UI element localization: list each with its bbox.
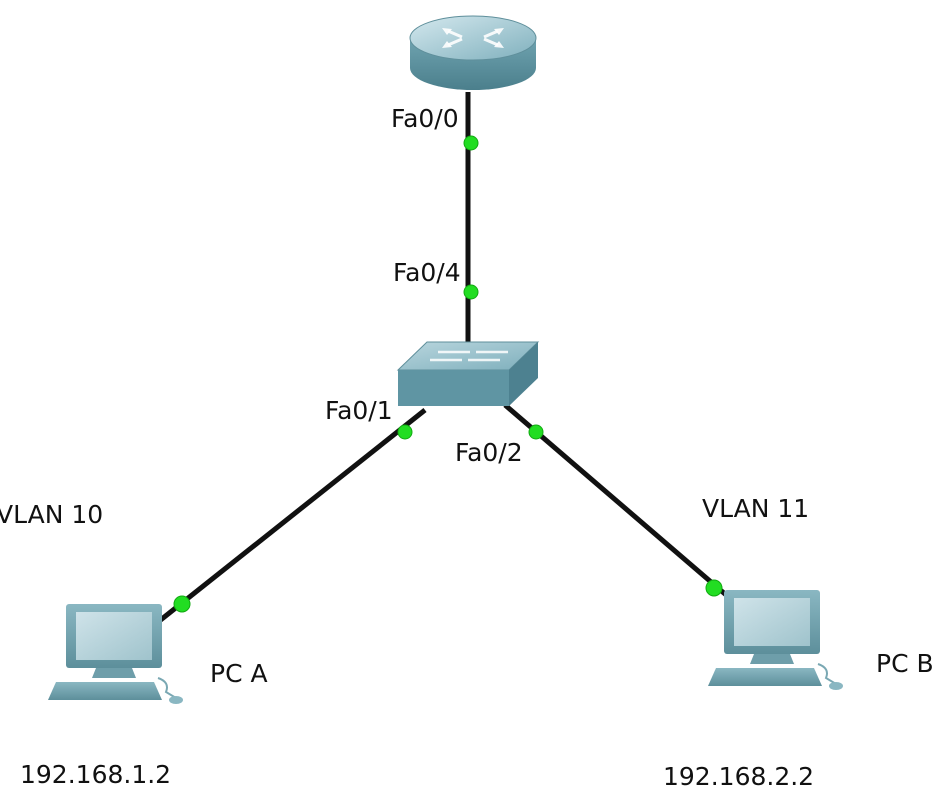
pc-a[interactable]	[48, 604, 183, 704]
port-status-switch-fa01	[397, 424, 413, 440]
port-indicators	[173, 135, 723, 613]
ip-label-pc-a: 192.168.1.2	[20, 760, 171, 789]
ip-label-pc-b: 192.168.2.2	[663, 762, 814, 791]
labels: Fa0/0 Fa0/4 Fa0/1 Fa0/2 VLAN 10 VLAN 11 …	[0, 104, 934, 791]
router-icon	[409, 15, 537, 90]
port-label-switch-fa01: Fa0/1	[325, 396, 393, 425]
device-name-pc-b: PC B	[876, 649, 934, 678]
port-label-router-fa00: Fa0/0	[391, 104, 459, 133]
links	[156, 92, 734, 624]
port-label-switch-fa04: Fa0/4	[393, 258, 461, 287]
link-switch-pc-a[interactable]	[156, 408, 427, 624]
switch[interactable]	[396, 341, 540, 406]
router[interactable]	[409, 15, 537, 90]
pc-b-icon	[708, 590, 843, 690]
port-label-switch-fa02: Fa0/2	[455, 438, 523, 467]
port-status-switch-fa02	[528, 424, 544, 440]
pc-a-icon	[48, 604, 183, 704]
vlan-label-pc-b: VLAN 11	[702, 494, 809, 523]
port-status-pc-b	[705, 579, 723, 597]
port-status-router-fa00	[463, 135, 479, 151]
switch-icon	[396, 341, 540, 406]
device-name-pc-a: PC A	[210, 659, 268, 688]
link-switch-pc-b[interactable]	[503, 403, 734, 602]
port-status-switch-fa04	[463, 284, 479, 300]
vlan-label-pc-a: VLAN 10	[0, 500, 103, 529]
port-status-pc-a	[173, 595, 191, 613]
pc-b[interactable]	[708, 590, 843, 690]
